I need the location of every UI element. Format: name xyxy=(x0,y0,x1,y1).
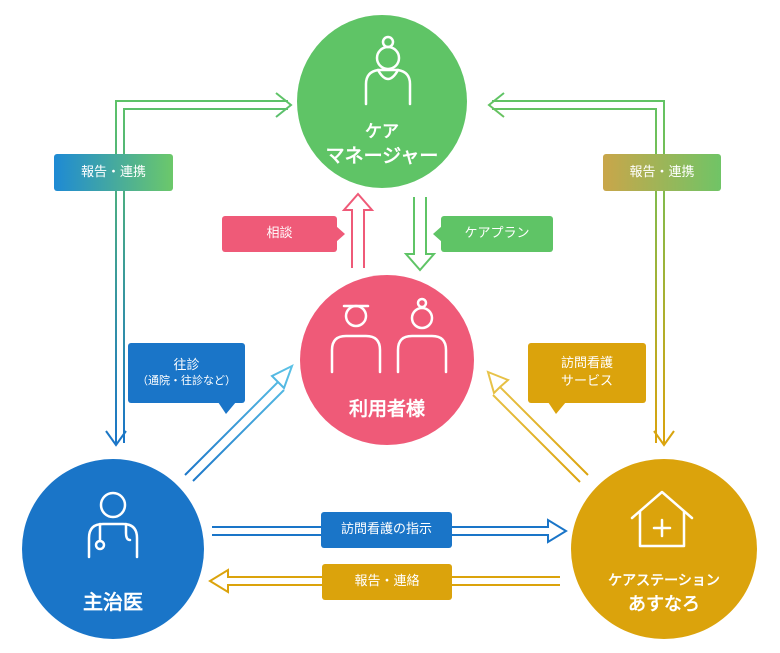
arrow-care-plan xyxy=(403,197,437,272)
station-label-line2: あすなろ xyxy=(628,594,700,615)
arrow-instruction xyxy=(212,518,568,544)
arrow-doctor-to-user xyxy=(184,363,294,482)
doctor-label: 主治医 xyxy=(83,590,143,614)
tag-visit-line1: 往診 xyxy=(173,357,200,373)
tag-nursing-service: 訪問看護 サービス xyxy=(528,343,646,403)
user-label: 利用者様 xyxy=(348,398,425,420)
tag-visit-line2: （通院・往診など） xyxy=(137,374,236,388)
tag-consult-label: 相談 xyxy=(266,226,293,242)
station-label-line1: ケアステーション xyxy=(608,573,720,589)
tag-nursing-service-line2: サービス xyxy=(560,374,613,389)
tag-nursing-instruction: 訪問看護の指示 xyxy=(321,512,452,548)
care-manager-label-line1: ケア xyxy=(365,122,399,142)
tag-report-right-label: 報告・連携 xyxy=(629,164,695,180)
tag-consult: 相談 xyxy=(222,216,337,252)
tag-report-bottom: 報告・連絡 xyxy=(322,564,452,600)
care-manager-label-line2: マネージャー xyxy=(325,145,439,167)
tag-nursing-service-line1: 訪問看護 xyxy=(560,356,613,372)
tag-report-right: 報告・連携 xyxy=(603,154,721,191)
tag-visit: 往診 （通院・往診など） xyxy=(128,343,245,403)
tag-nursing-instruction-label: 訪問看護の指示 xyxy=(340,522,432,538)
arrow-consult xyxy=(341,192,375,268)
tag-care-plan: ケアプラン xyxy=(441,216,553,252)
tag-care-plan-label: ケアプラン xyxy=(464,226,530,242)
arrow-report xyxy=(208,568,560,594)
arrow-right-loop xyxy=(487,92,675,447)
station-node xyxy=(571,459,757,639)
tag-report-bottom-label: 報告・連絡 xyxy=(354,574,420,590)
arrow-left-loop xyxy=(105,92,293,447)
tag-report-left: 報告・連携 xyxy=(54,154,173,191)
arrow-station-to-user xyxy=(486,370,589,483)
tag-report-left-label: 報告・連携 xyxy=(80,164,146,180)
